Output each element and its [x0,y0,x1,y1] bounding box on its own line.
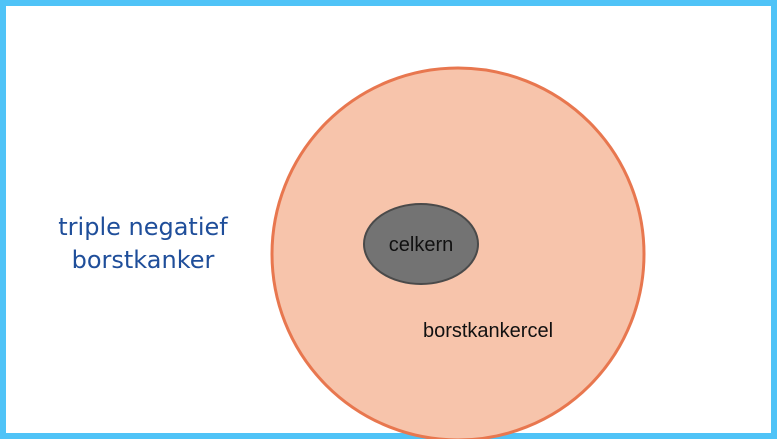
diagram-title-line-1: triple negatief [58,213,228,241]
cell-nucleus [363,203,479,285]
nucleus-label: celkern [389,234,453,256]
diagram-title-line-2: borstkanker [71,246,215,274]
diagram-title: triple negatief borstkanker [28,211,258,277]
cell-label: borstkankercel [423,320,553,342]
